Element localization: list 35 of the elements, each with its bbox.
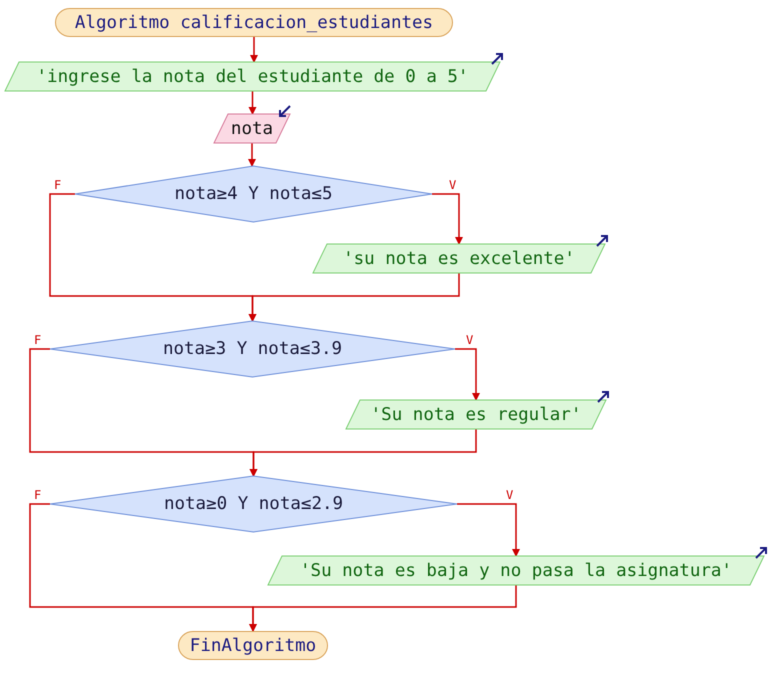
arrow — [250, 37, 258, 63]
node-text: nota≥0 Y nota≤2.9 — [164, 494, 344, 514]
node-text: 'Su nota es regular' — [370, 404, 582, 424]
terminator-box — [55, 8, 453, 37]
output-parallelogram — [5, 62, 500, 91]
arrow — [249, 585, 517, 632]
decision-diamond — [75, 166, 432, 222]
node-text: 'ingrese la nota del estudiante de 0 a 5' — [36, 66, 468, 86]
arrow — [432, 193, 463, 245]
arrow — [248, 91, 256, 115]
terminator-box — [178, 631, 328, 660]
edge-label: V — [465, 334, 474, 346]
arrow — [457, 503, 520, 557]
edge-label: V — [448, 179, 458, 191]
node-text: FinAlgoritmo — [190, 636, 316, 656]
arrow — [455, 348, 480, 401]
output-parallelogram — [313, 244, 605, 273]
node-text: 'su nota es excelente' — [343, 248, 575, 268]
arrow — [248, 273, 460, 322]
arrow — [250, 429, 477, 477]
node-text: nota — [230, 118, 274, 138]
edge-label: F — [33, 489, 42, 501]
node-text: nota≥4 Y nota≤5 — [174, 184, 333, 204]
decision-diamond — [50, 321, 455, 377]
node-text: nota≥3 Y nota≤3.9 — [162, 339, 342, 359]
decision-diamond — [50, 476, 457, 532]
arrow — [248, 143, 256, 167]
edge-label: F — [53, 179, 62, 191]
input-parallelogram — [214, 114, 290, 143]
output-parallelogram — [268, 556, 764, 585]
node-text: 'Su nota es baja y no pasa la asignatura' — [300, 560, 732, 580]
node-text: Algoritmo calificacion_estudiantes — [74, 12, 434, 32]
output-parallelogram — [346, 400, 606, 429]
edge-label: F — [33, 334, 42, 346]
edge-label: V — [505, 489, 514, 501]
